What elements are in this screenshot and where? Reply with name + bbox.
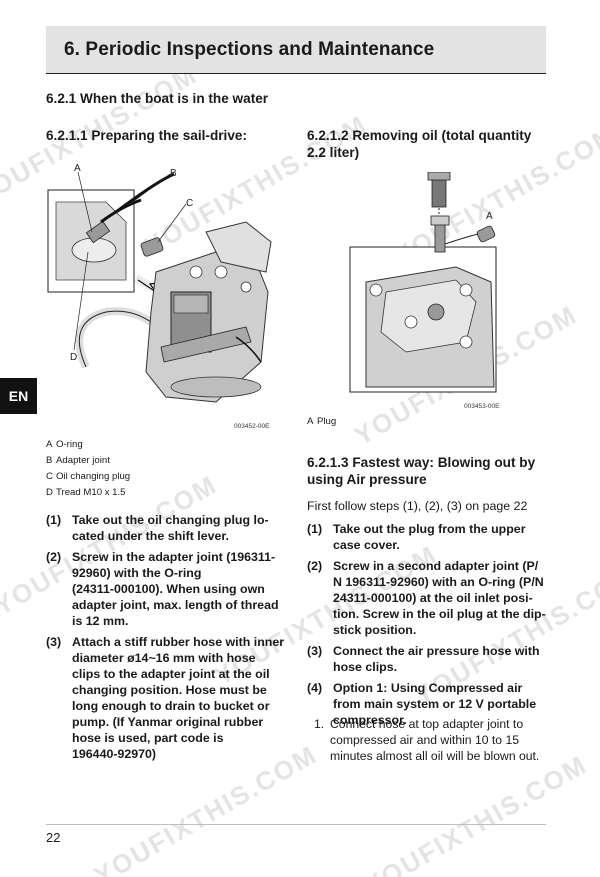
sub-step-text: Connect hose at top adapter joint to com… (330, 717, 540, 763)
section-title-6-2-1: 6.2.1 When the boat is in the water (46, 91, 269, 106)
step-item: (2) Screw in a second adapter joint (P/ … (307, 558, 553, 638)
legend-key: D (46, 487, 53, 498)
sub-step-number: 1. (314, 717, 325, 731)
figure-code-left: 003452-00E (234, 423, 270, 430)
section-title-6-2-1-1: 6.2.1.1 Preparing the sail-drive: (46, 128, 247, 143)
legend-text: Plug (317, 416, 337, 427)
step-text: Connect the air pressure hose with hose … (333, 644, 540, 674)
legend-key: A (307, 416, 314, 427)
right-steps-list: (1) Take out the plug from the upper cas… (307, 521, 553, 733)
legend-text: Oil changing plug (56, 471, 131, 482)
step-number: (3) (46, 635, 62, 649)
step-text: Screw in a second adapter joint (P/ N 19… (333, 559, 546, 637)
step-number: (2) (46, 550, 62, 564)
footer-divider (46, 824, 546, 825)
legend-key: C (46, 471, 53, 482)
step-item: (3) Attach a stiff rubber hose with inne… (46, 634, 292, 762)
step-number: (1) (307, 522, 323, 536)
page-number: 22 (46, 830, 61, 845)
step-text: Attach a stiff rubber hose with inner di… (72, 635, 285, 761)
step-item: (1) Take out the oil changing plug lo- c… (46, 512, 292, 544)
step-number: (2) (307, 559, 323, 573)
language-tab: EN (0, 378, 37, 414)
section-title-6-2-1-3: 6.2.1.3 Fastest way: Blowing out by usin… (307, 455, 536, 487)
legend-text: O-ring (56, 439, 83, 450)
chapter-title: 6. Periodic Inspections and Maintenance (64, 39, 435, 60)
step-item: (4) Option 1: Using Compressed air from … (307, 680, 553, 728)
legend-text: Adapter joint (56, 455, 110, 466)
callout-label-c: C (186, 198, 193, 209)
step-item: (2) Screw in the adapter joint (196311- … (46, 549, 292, 629)
chapter-header: 6. Periodic Inspections and Maintenance (46, 26, 546, 74)
callout-label-a-right: A (486, 211, 493, 222)
legend-key: B (46, 455, 53, 466)
oil-plug-figure: A (346, 171, 506, 397)
intro-text: First follow steps (1), (2), (3) on page… (307, 499, 528, 513)
step-item: (1) Take out the plug from the upper cas… (307, 521, 553, 553)
step-number: (1) (46, 513, 62, 527)
legend-key: A (46, 439, 53, 450)
step-number: (3) (307, 644, 323, 658)
sub-step-item: 1. Connect hose at top adapter joint to … (314, 716, 554, 764)
oil-plug-illustration: A (349, 171, 497, 393)
figure-code-right: 003453-00E (464, 403, 500, 410)
section-title-6-2-1-2: 6.2.1.2 Removing oil (total quantity 2.2… (307, 128, 532, 160)
sail-drive-figure: A B C D (46, 162, 276, 432)
step-number: (4) (307, 681, 323, 695)
callout-label-d: D (70, 352, 77, 363)
legend-text: Tread M10 x 1.5 (56, 487, 126, 498)
step-text: Screw in the adapter joint (196311- 9296… (72, 550, 279, 628)
sail-drive-illustration: A B C D (47, 163, 272, 403)
left-steps-list: (1) Take out the oil changing plug lo- c… (46, 512, 292, 767)
step-item: (3) Connect the air pressure hose with h… (307, 643, 553, 675)
step-text: Take out the oil changing plug lo- cated… (72, 513, 269, 543)
callout-label-b: B (170, 168, 177, 179)
watermark: YOUFIXTHIS.COM (359, 749, 593, 877)
callout-label-a: A (74, 163, 81, 174)
step-text: Take out the plug from the upper case co… (333, 522, 526, 552)
step-text: Option 1: Using Compressed air from main… (333, 681, 537, 727)
